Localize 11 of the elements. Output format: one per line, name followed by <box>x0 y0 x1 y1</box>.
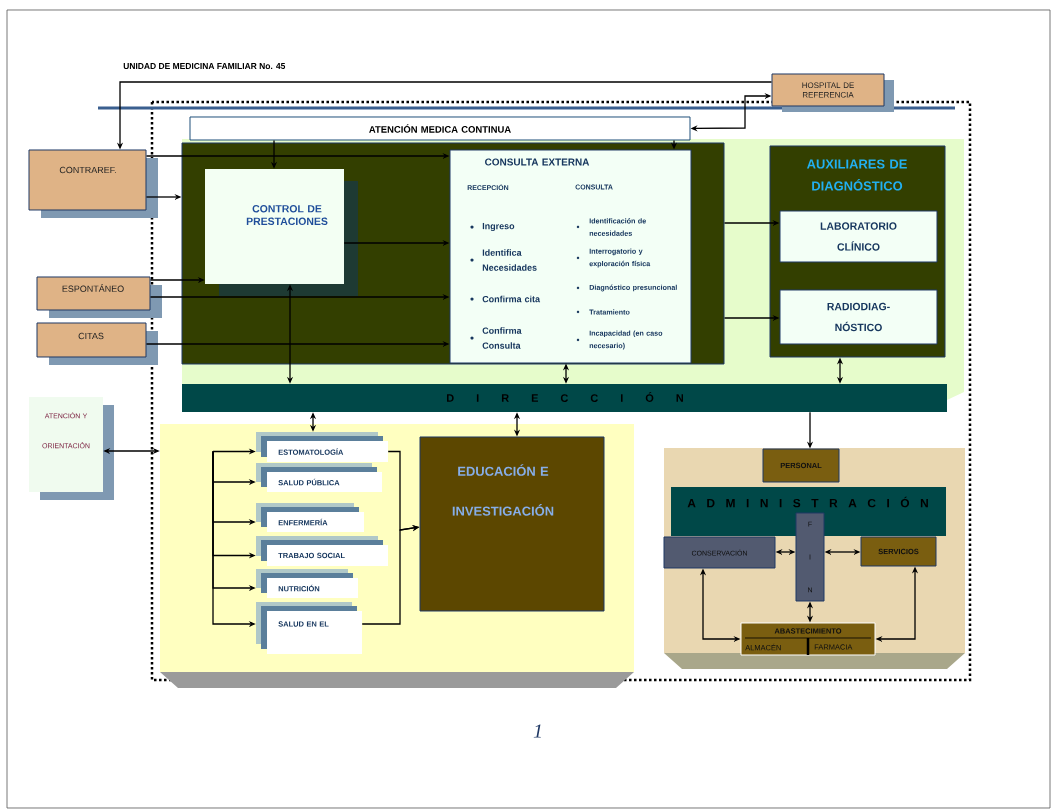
process-box: RADIODIAG- NÓSTICO <box>779 289 938 345</box>
diagram-title: UNIDAD DE MEDICINA FAMILIAR No. 45 <box>123 63 286 69</box>
band: D I R E C C I Ó N <box>182 384 947 412</box>
page-number: 1 <box>533 724 541 738</box>
process-box: CONTROL DE PRESTACIONES <box>205 169 358 296</box>
process-box: EDUCACIÓN E INVESTIGACIÓN <box>419 436 605 612</box>
source-box: CITAS <box>36 322 158 365</box>
source-box: ESPONTÁNEO <box>36 276 162 318</box>
process-box: LABORATORIO CLÍNICO <box>779 210 938 263</box>
source-box: CONTRAREF. <box>28 149 158 218</box>
header-bar: ATENCIÓN MEDICA CONTINUA <box>189 116 691 141</box>
